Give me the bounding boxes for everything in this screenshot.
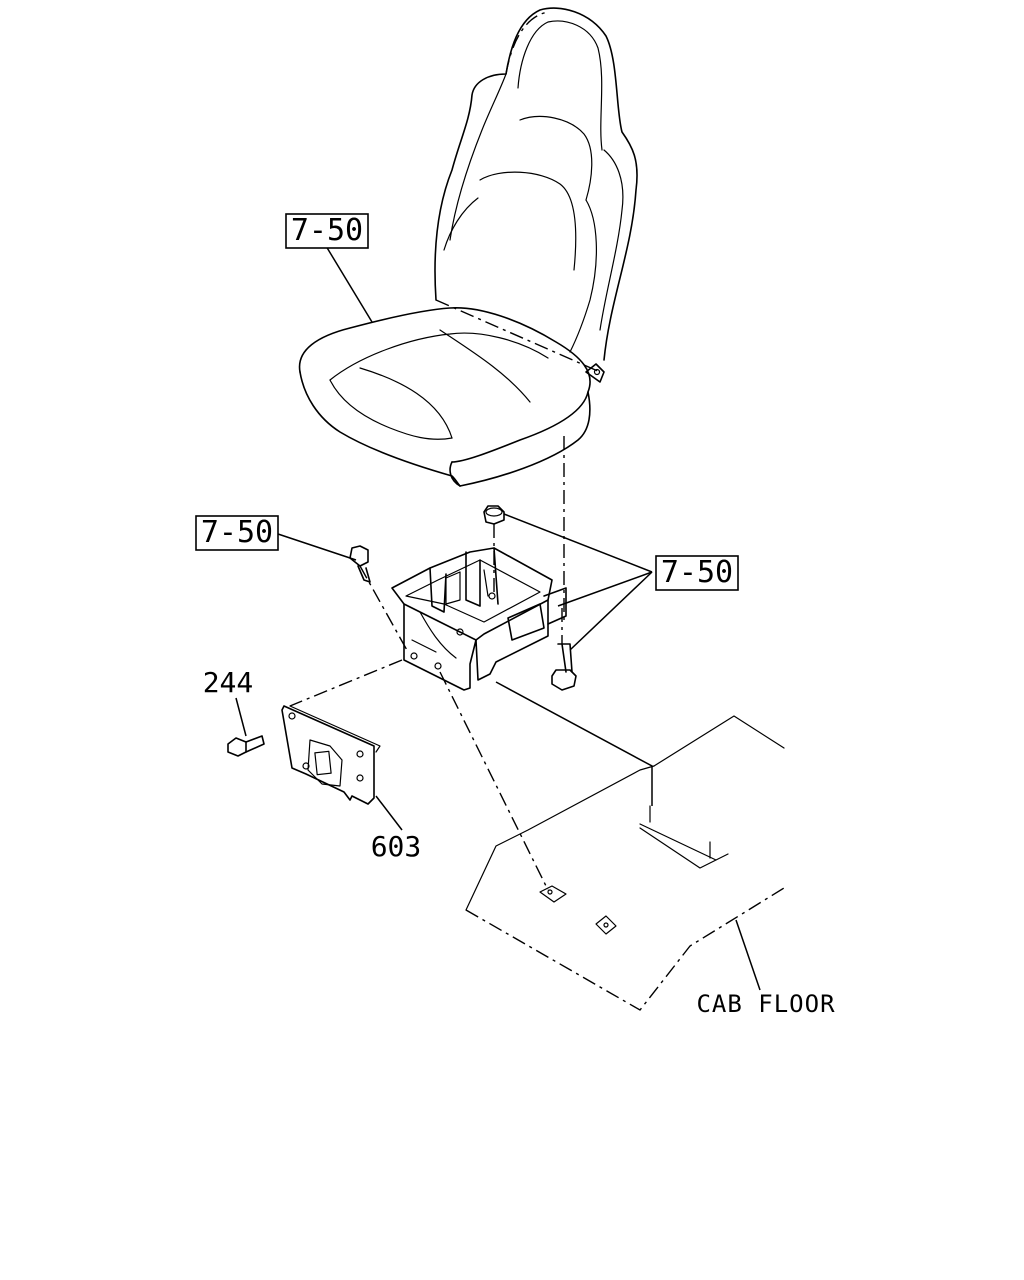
assembly-lines <box>289 524 653 891</box>
seat <box>298 7 638 620</box>
leader-lines <box>235 245 761 991</box>
bolt-244 <box>227 735 265 757</box>
bracket-603 <box>281 705 381 805</box>
label-bolt-ref[interactable]: 7-50 <box>195 515 279 551</box>
label-seat-ref[interactable]: 7-50 <box>285 213 369 249</box>
seat-riser <box>391 547 567 691</box>
nut-top <box>483 505 505 525</box>
bolt-lower-right <box>551 643 577 691</box>
cab-floor <box>465 715 785 1011</box>
label-cab-floor: CAB FLOOR <box>696 990 835 1018</box>
label-bolt-part[interactable]: 244 <box>203 666 254 699</box>
bolt-upper-left <box>349 545 371 583</box>
label-fastener-ref-text: 7-50 <box>661 555 733 590</box>
label-bracket-part[interactable]: 603 <box>371 830 422 863</box>
label-fastener-ref[interactable]: 7-50 <box>655 555 739 591</box>
label-seat-ref-text: 7-50 <box>291 213 363 248</box>
label-bolt-ref-text: 7-50 <box>201 515 273 550</box>
